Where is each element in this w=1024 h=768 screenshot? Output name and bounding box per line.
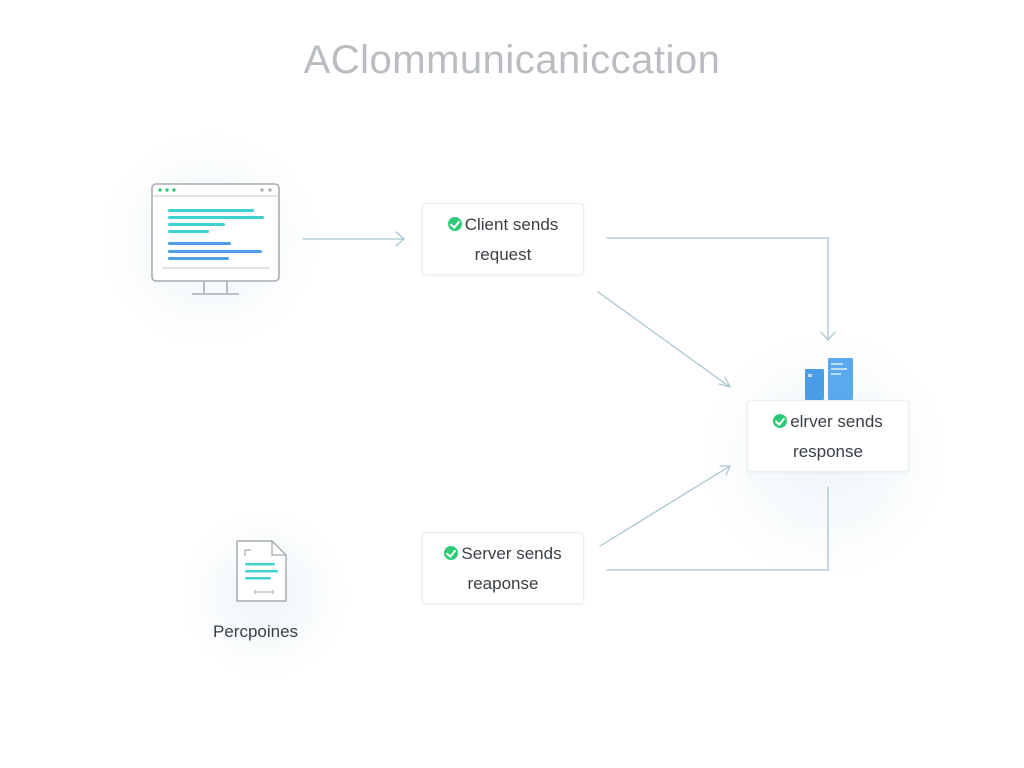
server-sends-response-card: elrver sends response <box>747 400 909 472</box>
card-title-line: Server sends <box>423 539 583 569</box>
browser-window-icon <box>151 183 280 295</box>
arrowhead <box>395 231 405 247</box>
document-icon <box>236 540 287 602</box>
arrowhead <box>718 376 731 388</box>
document-label: Percpoines <box>213 622 299 641</box>
check-circle-icon <box>773 414 788 428</box>
arrow-client-to-server-elbow <box>606 237 829 341</box>
card-text: Server sends <box>461 544 562 563</box>
arrowhead <box>820 331 836 341</box>
arrow-response-to-server-diagonal <box>599 465 731 547</box>
card-text: request <box>474 245 532 264</box>
check-circle-icon <box>444 546 459 560</box>
card-title-line: elrver sends <box>748 407 908 437</box>
server-sends-reaponse-card: Server sends reaponse <box>422 532 584 604</box>
arrowhead <box>719 465 731 476</box>
client-sends-request-card: Client sends request <box>422 203 584 275</box>
diagram-title: AClommunicanicc​ation <box>303 38 721 82</box>
card-text: elrver sends <box>790 412 883 431</box>
check-circle-icon <box>447 217 462 231</box>
card-text: reaponse <box>467 574 539 593</box>
card-title-line: Client sends <box>423 210 583 240</box>
server-icon <box>805 358 853 400</box>
card-text: Client sends <box>464 215 559 234</box>
card-text: response <box>793 442 863 461</box>
arrow-client-to-server-diagonal <box>597 291 731 388</box>
arrow-server-to-response-elbow <box>606 486 829 571</box>
